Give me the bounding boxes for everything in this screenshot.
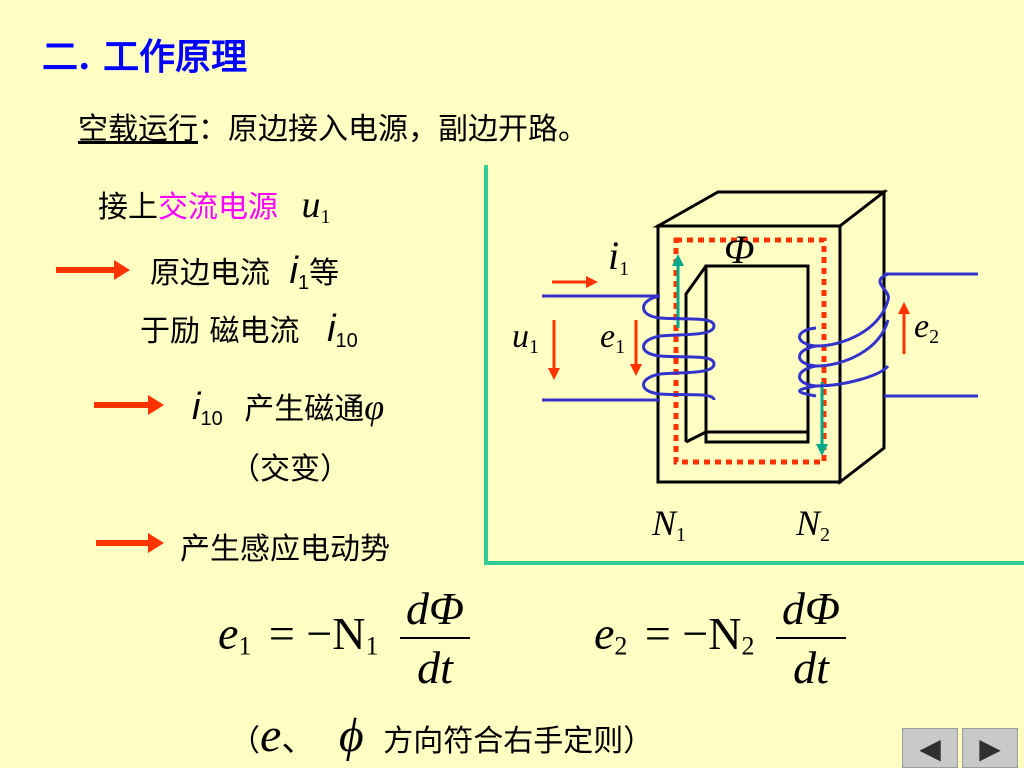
step-4-var: i10 — [192, 386, 223, 430]
secondary-turns-label: N2 — [796, 503, 831, 546]
footer-note: （e、 ϕ 方向符合右手定则） — [230, 709, 654, 762]
primary-coil — [642, 294, 716, 401]
step-3-text: 于励 磁电流 — [140, 314, 300, 349]
core-side-face — [838, 188, 886, 486]
transformer-diagram — [542, 188, 978, 486]
flux-label: Φ — [724, 227, 755, 272]
step-1-var: u1 — [301, 184, 331, 228]
secondary-coil — [798, 272, 890, 398]
page-title: 二. 工作原理 — [42, 36, 248, 78]
current-label: i1 — [608, 233, 630, 280]
step-ac-source: 接上交流电源 u1 — [98, 182, 331, 229]
step-emf: 产生感应电动势 — [180, 532, 390, 567]
core-window — [704, 264, 810, 444]
flux-path — [673, 237, 827, 465]
divider-vertical — [484, 165, 488, 565]
step-flux: i10 产生磁通φ — [192, 384, 384, 431]
emf1-label: e1 — [600, 318, 626, 358]
step-excitation-current: 于励 磁电流 i10 — [140, 306, 358, 353]
subtitle: 空载运行：原边接入电源，副边开路。 — [78, 104, 588, 148]
subtitle-term: 空载运行 — [78, 112, 198, 147]
next-button[interactable]: ▶ — [962, 728, 1018, 768]
step-4-symbol: φ — [364, 387, 385, 427]
voltage-label: u1 — [512, 318, 539, 358]
step-1-prefix: 接上 — [98, 190, 158, 225]
step-3-var: i10 — [327, 308, 358, 352]
subtitle-rest: ：原边接入电源，副边开路。 — [198, 112, 588, 147]
prev-arrow-icon: ◀ — [919, 731, 941, 765]
arrow-icon — [94, 395, 164, 415]
step-1-highlight: 交流电源 — [158, 190, 278, 225]
emf2-label: e2 — [914, 308, 940, 348]
step-2-var: i1 — [289, 250, 310, 294]
step-primary-current: 原边电流 i1等 — [150, 248, 339, 295]
prev-button[interactable]: ◀ — [902, 728, 958, 768]
step-alternating: （交变） — [230, 452, 350, 487]
divider-horizontal — [484, 561, 1024, 565]
step-2-tail: 等 — [309, 256, 340, 291]
primary-turns-label: N1 — [652, 503, 687, 546]
next-arrow-icon: ▶ — [979, 731, 1001, 765]
arrow-icon — [96, 533, 164, 553]
arrow-icon — [56, 260, 130, 280]
step-4-text: 产生磁通 — [244, 392, 365, 427]
step-2-text: 原边电流 — [150, 256, 270, 291]
